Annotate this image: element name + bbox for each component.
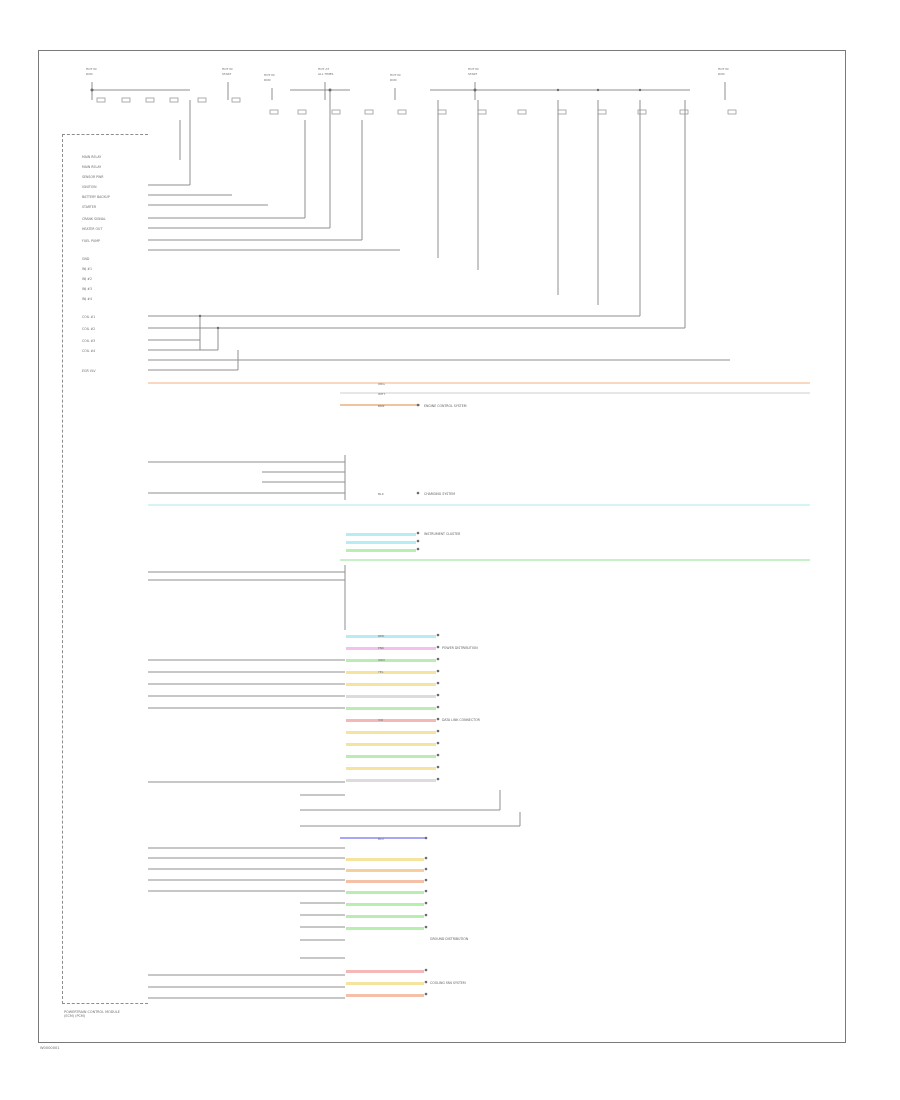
destination-label: DATA LINK CONNECTOR <box>442 718 481 722</box>
wire-color: ORG <box>378 382 385 386</box>
fuse-label-6a: HOT IN <box>718 67 729 71</box>
pin-name: INJ #4 <box>82 297 92 301</box>
module-label: POWERTRAIN CONTROL MODULE (ECM) (PCM) <box>64 1010 120 1018</box>
pin-name: INJ #3 <box>82 287 92 291</box>
wire-color: BRN <box>378 404 384 408</box>
wire-color: YEL <box>378 670 384 674</box>
wire-color: WHT <box>378 392 385 396</box>
fuse-label-3b: ALL TIMES <box>318 72 334 76</box>
pin-name: COIL #2 <box>82 327 95 331</box>
wire-color: RED <box>378 634 385 638</box>
top-feeds <box>91 82 726 100</box>
pin-name: HEATER OUT <box>82 227 102 231</box>
pin-name: BATTERY BACKUP <box>82 195 110 199</box>
fuse-label-1b: RUN <box>86 72 93 76</box>
fuse-label-3a: HOT AT <box>318 67 329 71</box>
lower-pin-wires <box>148 455 521 999</box>
pin-name: EGR VLV <box>82 369 96 373</box>
pin-name: FUEL PUMP <box>82 239 100 243</box>
fuse-label-5a: HOT IN <box>468 67 479 71</box>
destination-label: GROUND DISTRIBUTION <box>430 937 469 941</box>
wire-color: VIO <box>378 718 384 722</box>
wire-color: PNK <box>378 646 385 650</box>
fuse-label-1a: HOT IN <box>86 67 97 71</box>
fuse-label-2b: START <box>222 72 231 76</box>
diagram-code: W0000001 <box>40 1046 60 1050</box>
pin-name: MAIN RELAY <box>82 165 101 169</box>
destination-label: ENGINE CONTROL SYSTEM <box>424 404 467 408</box>
pin-name: CRANK SIGNAL <box>82 217 106 221</box>
fuse-label-7a: HOT IN <box>264 73 275 77</box>
fuse-label-7b: RUN <box>264 78 271 82</box>
diagram-frame <box>38 50 846 1043</box>
wire-color-codes: ORG WHT BRN BLK RED PNK GRN YEL VIO BLU <box>378 382 385 841</box>
destination-label: COOLING FAN SYSTEM <box>430 981 466 985</box>
fuse-label-5b: START <box>468 72 477 76</box>
left-pin-names-top: MAIN RELAY MAIN RELAY SENSOR PWR IGNITIO… <box>82 155 110 243</box>
pin-name: MAIN RELAY <box>82 155 101 159</box>
pin-name: STARTER <box>82 205 97 209</box>
top-pin-wires <box>148 184 730 371</box>
fuse-symbols <box>96 97 737 115</box>
pin-name: IGNITION <box>82 185 97 189</box>
destination-label: CHARGING SYSTEM <box>424 492 455 496</box>
fuse-label-6b: RUN <box>718 72 725 76</box>
fuse-label-4a: HOT IN <box>390 73 401 77</box>
wire-color: GRN <box>378 658 385 662</box>
pin-name: SENSOR PWR <box>82 175 104 179</box>
wire-color: BLK <box>378 492 385 496</box>
fuse-header-labels: HOT IN RUN HOT IN START HOT AT ALL TIMES… <box>86 67 729 82</box>
module-label-line2: (ECM) (PCM) <box>64 1014 86 1019</box>
pin-name: INJ #1 <box>82 267 92 271</box>
destination-label: INSTRUMENT CLUSTER <box>424 532 461 536</box>
pin-name: COIL #4 <box>82 349 95 353</box>
pin-name: INJ #2 <box>82 277 92 281</box>
pin-name: GND <box>82 257 90 261</box>
left-pin-names-mid: GND INJ #1 INJ #2 INJ #3 INJ #4 COIL #1 … <box>82 257 96 373</box>
colored-wires <box>148 382 810 839</box>
module-label-line1: POWERTRAIN CONTROL MODULE <box>64 1010 120 1014</box>
destination-label: POWER DISTRIBUTION <box>442 646 478 650</box>
control-module-box <box>62 134 148 1004</box>
wire-color-chips <box>346 533 436 997</box>
wire-color: BLU <box>378 837 384 841</box>
pin-name: COIL #3 <box>82 339 95 343</box>
vertical-wires <box>179 90 686 328</box>
fuse-label-2a: HOT IN <box>222 67 233 71</box>
pin-name: COIL #1 <box>82 315 95 319</box>
destination-labels: ENGINE CONTROL SYSTEM CHARGING SYSTEM IN… <box>424 404 481 985</box>
splice-dots <box>90 88 642 996</box>
fuse-label-4b: RUN <box>390 78 397 82</box>
